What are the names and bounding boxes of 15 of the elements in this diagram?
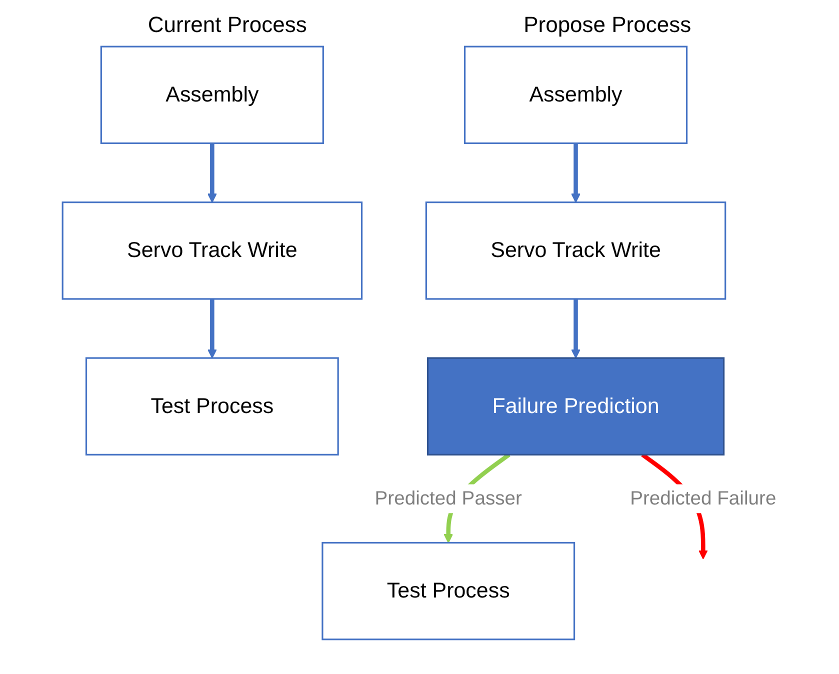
node-box: Assembly — [464, 46, 688, 144]
node-box: Test Process — [322, 542, 576, 640]
arrow — [208, 143, 217, 203]
node-box: Servo Track Write — [425, 202, 726, 300]
edge-label: Predicted Failure — [630, 487, 776, 509]
node-box: Assembly — [100, 46, 324, 144]
edge-label: Predicted Passer — [374, 487, 522, 509]
column-heading: Propose Process — [524, 12, 692, 38]
node-box: Failure Prediction — [427, 357, 725, 456]
arrow — [571, 298, 581, 358]
node-box: Servo Track Write — [62, 202, 363, 300]
arrow — [208, 298, 217, 358]
arrow — [571, 143, 581, 203]
node-box: Test Process — [86, 357, 339, 456]
column-heading: Current Process — [148, 12, 307, 38]
